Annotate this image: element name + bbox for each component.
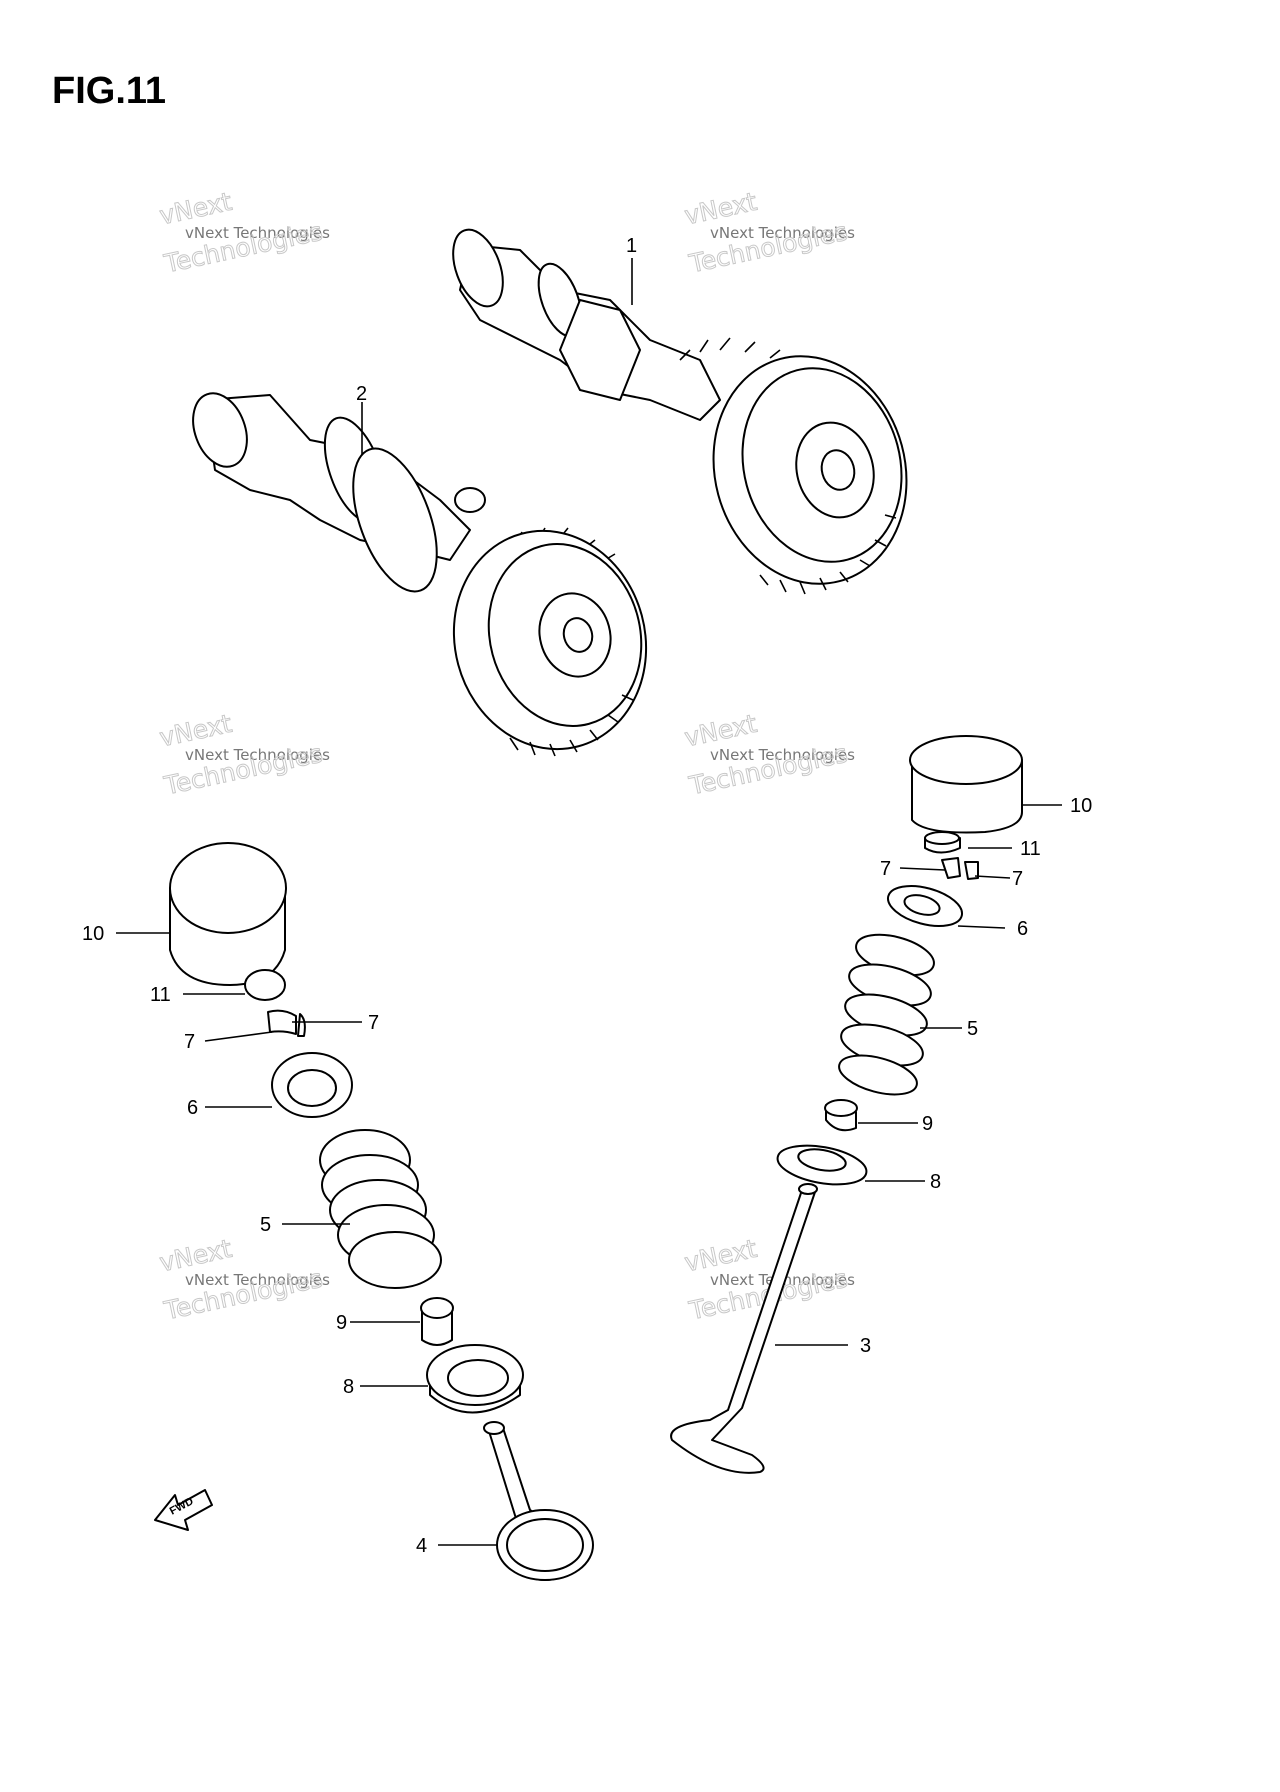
forward-arrow-icon: FWD: [154, 1489, 213, 1531]
watermark-text: vNext Technologies: [185, 746, 330, 764]
watermark: vNext vNext Technologies Technologies: [156, 186, 330, 279]
right-valve-assembly: [670, 735, 1023, 1474]
watermark: vNext vNext Technologies Technologies: [681, 708, 855, 801]
left-valve-spring: [319, 1129, 442, 1289]
callout-7-right-a: 7: [880, 858, 891, 880]
callout-2: 2: [356, 383, 367, 405]
callout-6-left: 6: [187, 1097, 198, 1119]
right-valve-spring: [838, 933, 935, 1096]
callout-7-left-b: 7: [368, 1012, 379, 1034]
callout-11-left: 11: [150, 984, 171, 1006]
camshaft-intake: [192, 392, 648, 757]
callout-10-left: 10: [82, 923, 104, 945]
callout-8-left: 8: [343, 1376, 354, 1398]
camshaft-exhaust: [452, 228, 908, 595]
watermark: vNext vNext Technologies Technologies: [156, 1233, 330, 1326]
left-valve-assembly: [169, 842, 594, 1581]
callout-5-right: 5: [967, 1018, 978, 1040]
callout-10-right: 10: [1070, 795, 1092, 817]
callout-3: 3: [860, 1335, 871, 1357]
callout-6-right: 6: [1017, 918, 1028, 940]
watermark-text: vNext Technologies: [185, 1271, 330, 1289]
callout-4: 4: [416, 1535, 427, 1557]
callout-11-right: 11: [1020, 838, 1041, 860]
callout-8-right: 8: [930, 1171, 941, 1193]
callout-1: 1: [626, 235, 637, 257]
callout-7-right-b: 7: [1012, 868, 1023, 890]
callout-labels: 1 2 3 4 5 5 6 6 7 7 7 7 8 8 9 9 10 10 11…: [82, 235, 1092, 1557]
callout-9-left: 9: [336, 1312, 347, 1334]
figure-title: FIG.11: [52, 70, 167, 112]
watermark: vNext vNext Technologies Technologies: [681, 186, 855, 279]
watermark-text: vNext Technologies: [185, 224, 330, 242]
callout-5-left: 5: [260, 1214, 271, 1236]
watermark-text: vNext Technologies: [710, 224, 855, 242]
callout-9-right: 9: [922, 1113, 933, 1135]
watermark: vNext vNext Technologies Technologies: [156, 708, 330, 801]
callout-7-left-a: 7: [184, 1031, 195, 1053]
watermark-text: vNext Technologies: [710, 746, 855, 764]
leader-lines: [116, 258, 1062, 1546]
watermarks: vNext vNext Technologies Technologies vN…: [156, 186, 855, 1326]
